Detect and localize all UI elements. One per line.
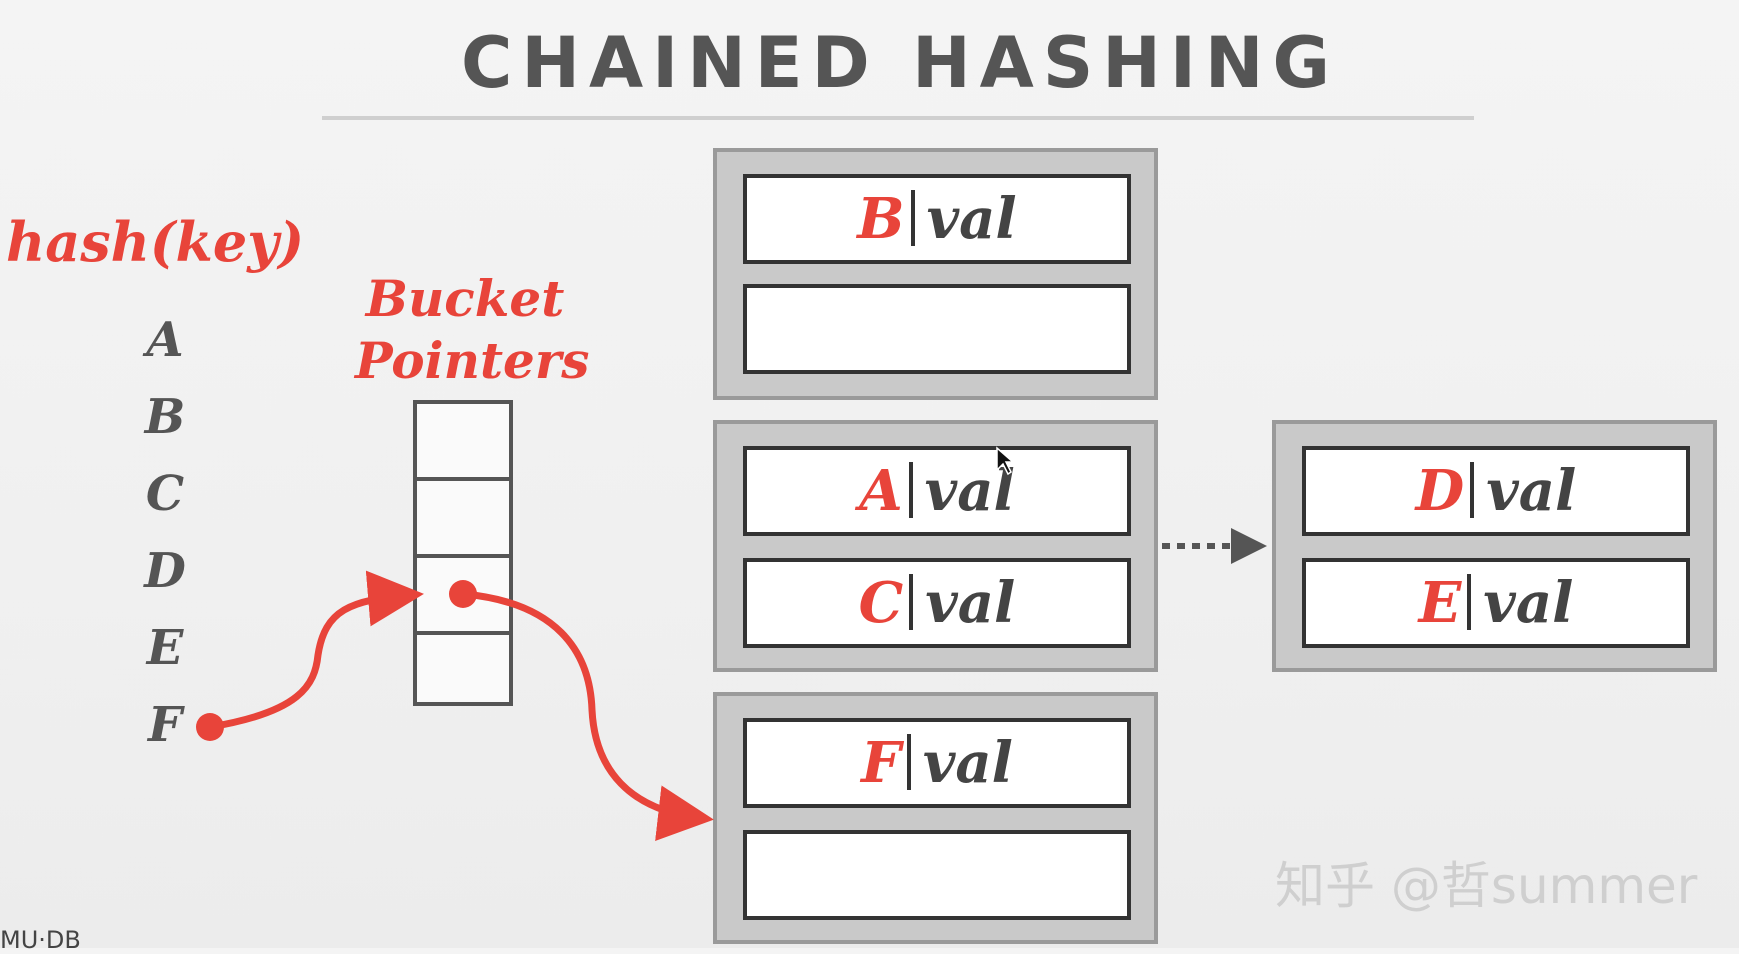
slot-key: B [857,186,905,252]
page-slot-empty [743,284,1131,374]
slot-value: val [925,570,1016,636]
bucket-slot [417,477,509,554]
mouse-cursor-icon [996,446,1015,476]
slot-key: A [859,458,903,524]
footer-logo: MU·DB [0,926,81,954]
slot-separator [909,574,914,630]
slot-value: val [1486,458,1577,524]
bucket-pointer-arrow [449,580,714,842]
key-f: F [147,697,183,753]
slot-value: val [1483,570,1574,636]
key-e: E [146,620,184,676]
slot-separator [906,734,911,790]
bucket-pointer-arrow-path [462,590,714,842]
slot-separator [908,462,913,518]
watermark: 知乎 @哲summer [1275,857,1698,915]
hash-function-label: hash(key) [6,210,305,274]
bucket-pointers-label-line2: Pointers [355,331,590,390]
title-divider [322,116,1474,120]
slot-separator [910,190,915,246]
key-d: D [144,543,186,599]
bucket-pointers-label-line1: Bucket [365,269,565,328]
slot-separator [1467,574,1472,630]
slot-key: F [861,730,901,796]
bucket-pointers-label: Bucket Pointers [355,268,590,392]
hash-arrow [196,570,424,741]
slot-key: C [858,570,904,636]
bucket-slot [417,554,509,631]
bucket-pointer-array [413,400,513,706]
slot-key: D [1415,458,1465,524]
slot-value: val [926,186,1017,252]
hash-arrow-path [209,570,424,731]
slide-title: CHAINED HASHING [461,22,1339,104]
slot-key: E [1418,570,1462,636]
key-a: A [146,312,184,368]
page-slot-empty [743,830,1131,920]
slot-value: val [922,730,1013,796]
slot-separator [1470,462,1475,518]
slot-value: val [924,458,1015,524]
bucket-slot [417,631,509,708]
key-c: C [145,466,185,522]
key-b: B [144,389,186,445]
